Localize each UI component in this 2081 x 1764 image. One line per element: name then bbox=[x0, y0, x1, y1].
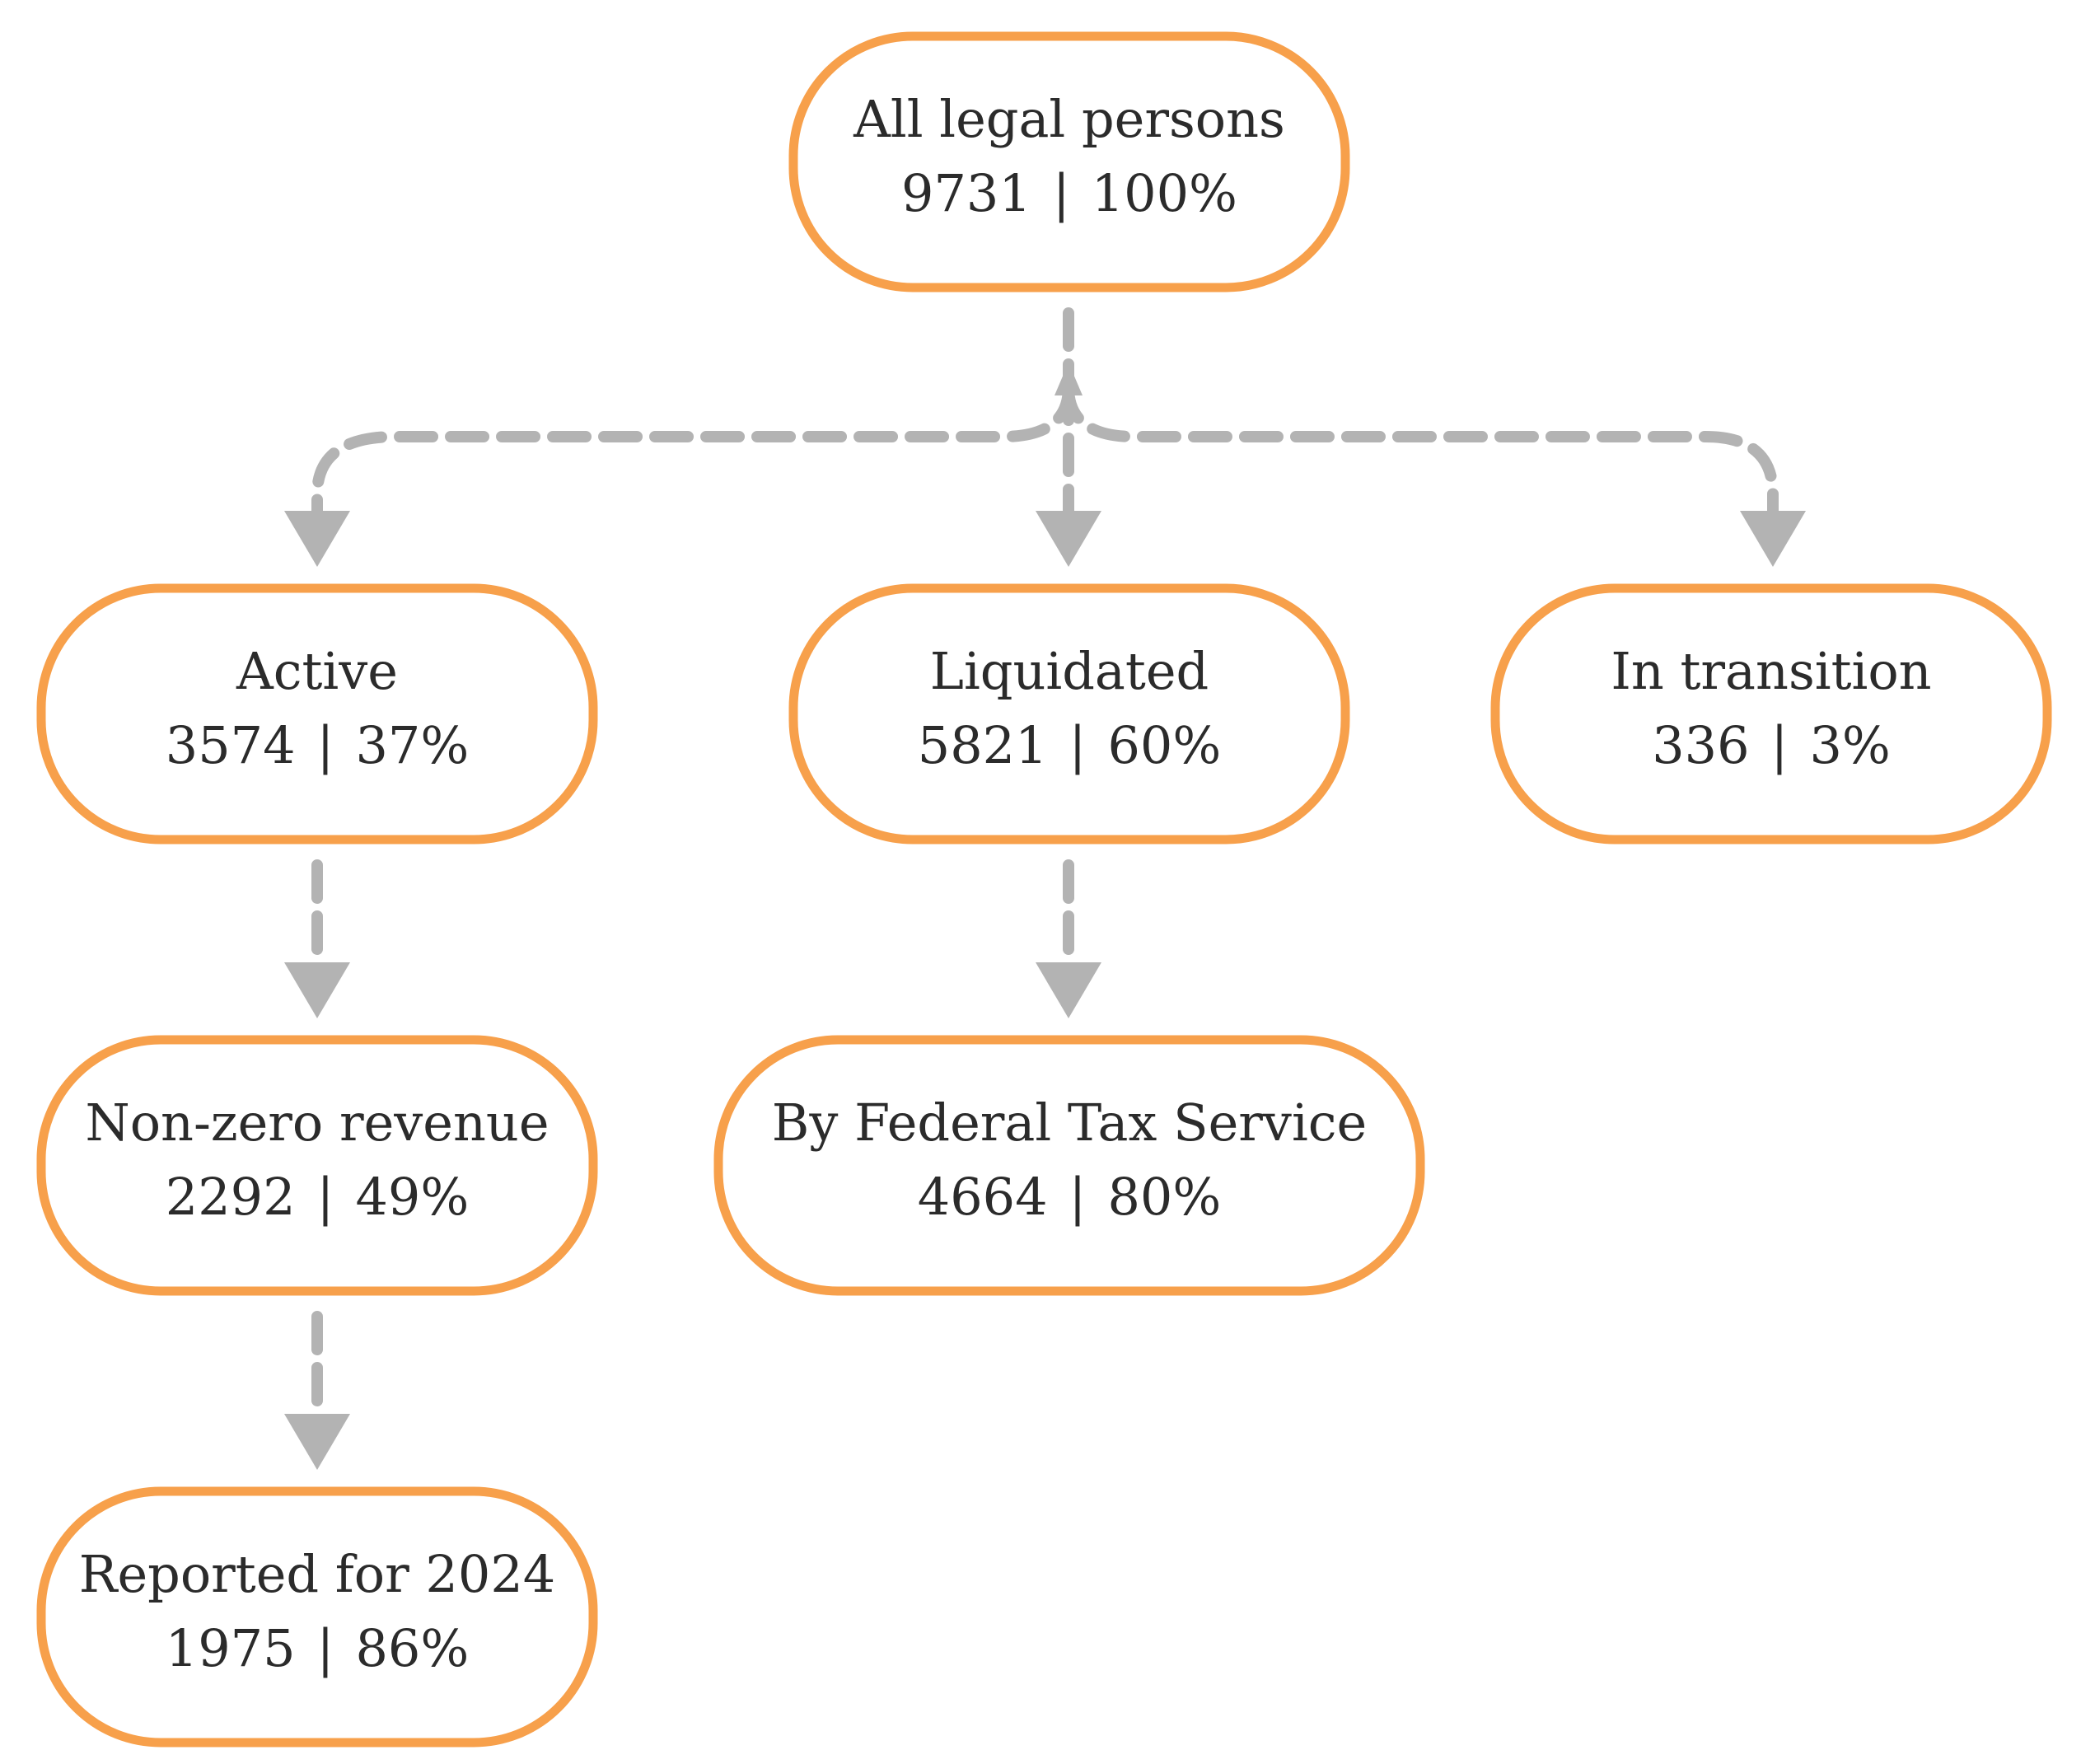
node-title: All legal persons bbox=[853, 89, 1285, 149]
node-stats: 5821 | 60% bbox=[918, 715, 1222, 775]
node-separator: | bbox=[1069, 1167, 1087, 1227]
node-title: By Federal Tax Service bbox=[772, 1093, 1367, 1153]
node-stats: 2292 | 49% bbox=[166, 1167, 470, 1227]
node-title: In transition bbox=[1611, 641, 1931, 701]
node-count: 336 bbox=[1652, 715, 1749, 775]
node-by-federal-tax-service: By Federal Tax Service 4664 | 80% bbox=[713, 1035, 1425, 1296]
node-active: Active 3574 | 37% bbox=[36, 583, 598, 845]
node-box bbox=[1490, 583, 2052, 845]
connector-all-to-transition bbox=[1063, 381, 1779, 517]
arrowhead-down-icon bbox=[284, 1414, 350, 1470]
connector-all-to-active bbox=[311, 381, 1074, 517]
node-share: 37% bbox=[355, 715, 469, 775]
node-share: 100% bbox=[1092, 163, 1237, 223]
arrowhead-down-icon bbox=[284, 962, 350, 1018]
node-title: Active bbox=[236, 641, 398, 701]
node-share: 3% bbox=[1809, 715, 1890, 775]
node-separator: | bbox=[1771, 715, 1789, 775]
node-count: 3574 bbox=[166, 715, 296, 775]
node-count: 5821 bbox=[918, 715, 1048, 775]
node-separator: | bbox=[317, 1618, 334, 1678]
node-separator: | bbox=[317, 1167, 334, 1227]
node-box bbox=[36, 1035, 598, 1296]
arrowhead-up-icon bbox=[1055, 363, 1083, 395]
node-stats: 4664 | 80% bbox=[918, 1167, 1222, 1227]
node-share: 86% bbox=[355, 1618, 469, 1678]
arrowhead-down-icon bbox=[1036, 511, 1101, 567]
node-stats: 336 | 3% bbox=[1652, 715, 1891, 775]
node-stats: 1975 | 86% bbox=[166, 1618, 470, 1678]
arrowhead-down-icon bbox=[1036, 962, 1101, 1018]
node-stats: 9731 | 100% bbox=[901, 163, 1237, 223]
node-share: 49% bbox=[355, 1167, 469, 1227]
node-share: 80% bbox=[1107, 1167, 1221, 1227]
node-reported-for-2024: Reported for 2024 1975 | 86% bbox=[36, 1486, 598, 1748]
node-share: 60% bbox=[1107, 715, 1221, 775]
node-liquidated: Liquidated 5821 | 60% bbox=[788, 583, 1350, 845]
node-non-zero-revenue: Non-zero revenue 2292 | 49% bbox=[36, 1035, 598, 1296]
node-box bbox=[788, 583, 1350, 845]
node-title: Liquidated bbox=[930, 641, 1209, 701]
node-box bbox=[36, 1486, 598, 1748]
node-in-transition: In transition 336 | 3% bbox=[1490, 583, 2052, 845]
node-box bbox=[788, 31, 1350, 292]
node-count: 1975 bbox=[166, 1618, 296, 1678]
node-title: Non-zero revenue bbox=[85, 1093, 549, 1153]
node-count: 9731 bbox=[901, 163, 1031, 223]
node-all-legal-persons: All legal persons 9731 | 100% bbox=[788, 31, 1350, 292]
connectors bbox=[284, 307, 1806, 1470]
node-separator: | bbox=[1053, 163, 1070, 223]
node-separator: | bbox=[317, 715, 334, 775]
node-count: 2292 bbox=[166, 1167, 296, 1227]
arrowhead-down-icon bbox=[284, 511, 350, 567]
arrowhead-down-icon bbox=[1740, 511, 1806, 567]
node-separator: | bbox=[1069, 715, 1087, 775]
node-stats: 3574 | 37% bbox=[166, 715, 470, 775]
node-box bbox=[713, 1035, 1425, 1296]
node-count: 4664 bbox=[918, 1167, 1048, 1227]
node-title: Reported for 2024 bbox=[79, 1544, 555, 1604]
node-box bbox=[36, 583, 598, 845]
